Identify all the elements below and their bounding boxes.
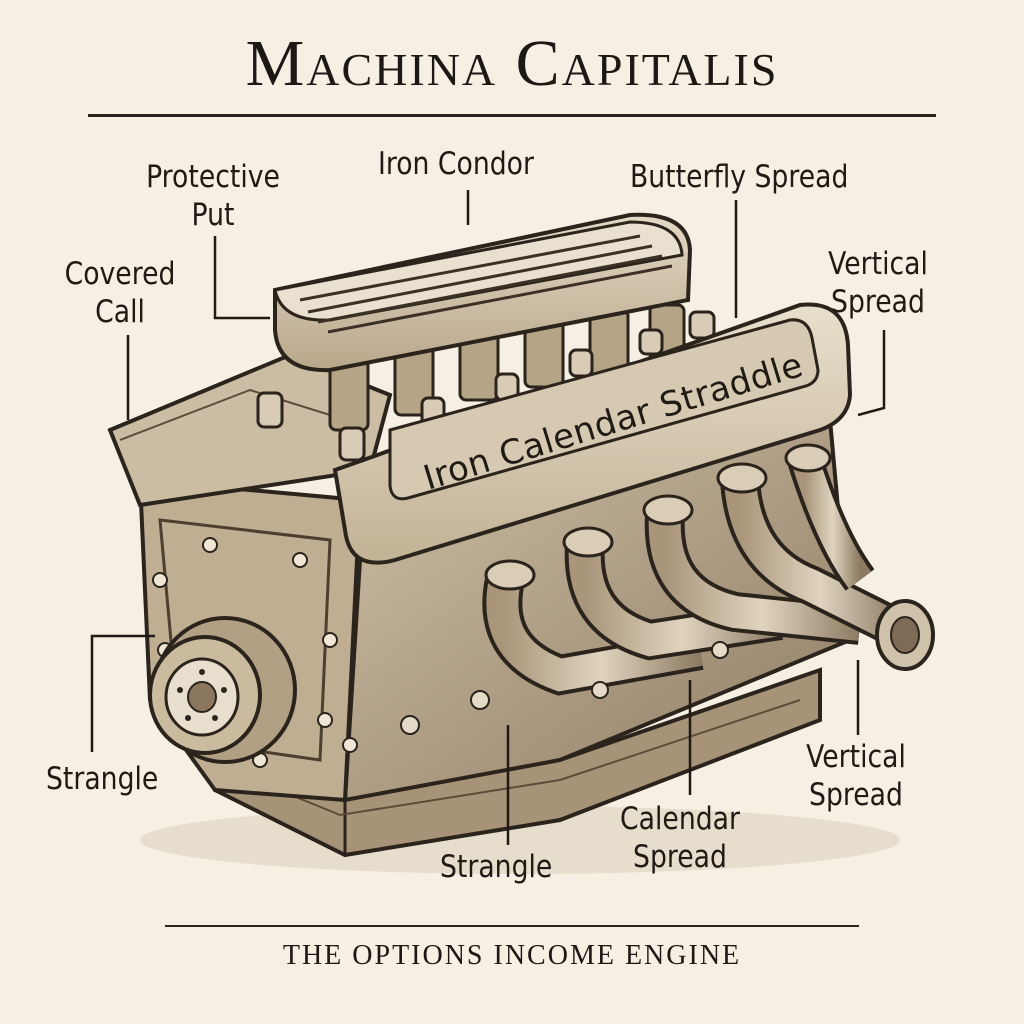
label-calendar-spread-line2: Spread (633, 839, 727, 875)
title-divider (88, 114, 936, 117)
footer-caption: THE OPTIONS INCOME ENGINE (282, 940, 742, 971)
header-flanges (484, 443, 832, 591)
label-protective-put-line1: Protective (146, 159, 280, 195)
label-vertical-spread-top: Vertical Spread (818, 245, 938, 321)
label-calendar-spread: Calendar Spread (611, 800, 749, 876)
label-butterfly-spread: Butterfly Spread (630, 159, 849, 195)
exhaust-headers (482, 454, 909, 696)
label-iron-condor: Iron Condor (378, 146, 534, 182)
label-vertical-spread-bottom: Vertical Spread (796, 738, 916, 814)
label-vertical-spread-bottom-line2: Spread (809, 777, 903, 813)
page-title: Machina Capitalis (245, 27, 779, 100)
spark-plug-posts (256, 310, 716, 462)
label-vertical-spread-top-line1: Vertical (828, 246, 928, 282)
left-cylinder-head (107, 352, 393, 508)
block-bolts (400, 641, 729, 735)
label-vertical-spread-bottom-line1: Vertical (806, 739, 906, 775)
label-strangle-bottom: Strangle (440, 849, 553, 885)
crank-pulley (148, 616, 297, 764)
label-calendar-spread-line1: Calendar (620, 801, 740, 837)
plenum-ribs (299, 234, 673, 334)
label-covered-call-line2: Call (95, 294, 145, 330)
label-protective-put-line2: Put (191, 197, 235, 233)
label-protective-put: Protective Put (140, 158, 286, 234)
label-strangle-left: Strangle (46, 761, 159, 797)
label-covered-call-line1: Covered (64, 256, 176, 292)
label-covered-call: Covered Call (60, 255, 180, 331)
label-vertical-spread-top-line2: Spread (831, 284, 925, 320)
leader-lines (90, 190, 886, 845)
footer-divider (165, 925, 859, 927)
